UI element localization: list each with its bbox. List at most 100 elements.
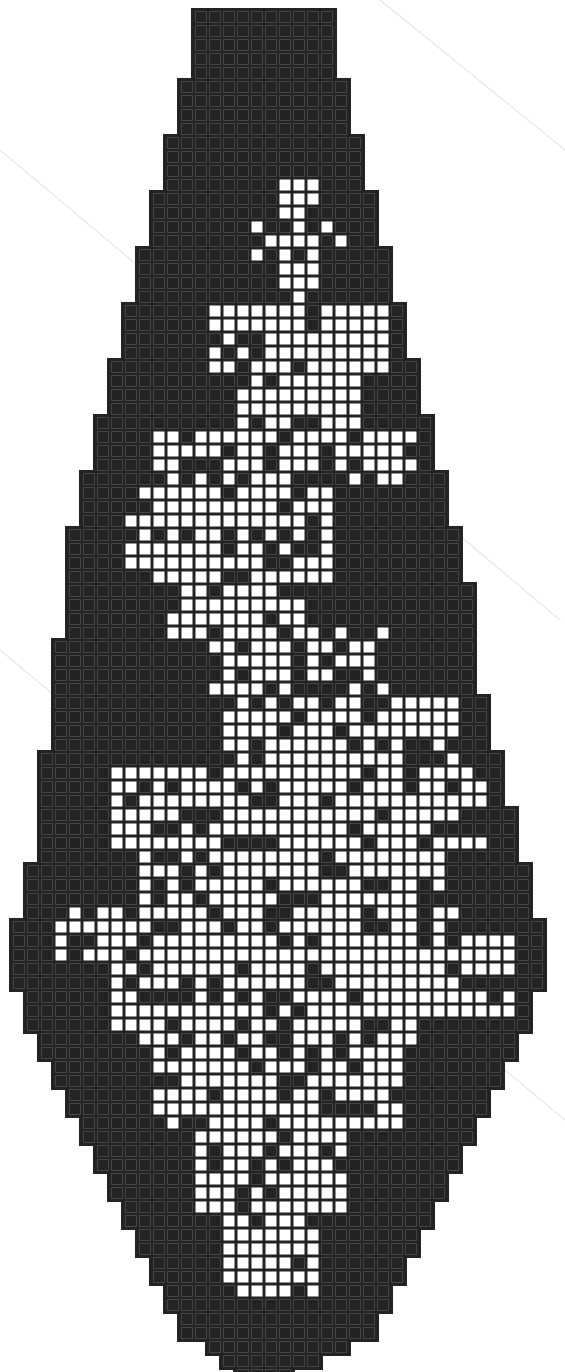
open-mesh-cell	[322, 768, 333, 779]
filled-block-cell	[406, 740, 417, 751]
filled-block-cell	[378, 572, 389, 583]
open-mesh-cell	[378, 726, 389, 737]
open-mesh-cell	[280, 880, 291, 891]
open-mesh-cell	[406, 796, 417, 807]
filled-block-cell	[336, 1048, 347, 1059]
open-mesh-cell	[182, 1062, 193, 1073]
filled-block-cell	[140, 1090, 151, 1101]
filled-block-cell	[56, 1020, 67, 1031]
open-mesh-cell	[308, 1272, 319, 1283]
filled-block-cell	[182, 292, 193, 303]
filled-block-cell	[126, 362, 137, 373]
open-mesh-cell	[434, 964, 445, 975]
filled-block-cell	[98, 978, 109, 989]
filled-block-cell	[168, 1020, 179, 1031]
filled-block-cell	[420, 1216, 431, 1227]
filled-block-cell	[364, 698, 375, 709]
filled-block-cell	[154, 250, 165, 261]
filled-block-cell	[126, 866, 137, 877]
filled-block-cell	[154, 1244, 165, 1255]
filled-block-cell	[126, 656, 137, 667]
open-mesh-cell	[210, 684, 221, 695]
filled-block-cell	[112, 404, 123, 415]
filled-block-cell	[252, 124, 263, 135]
open-mesh-cell	[280, 488, 291, 499]
open-mesh-cell	[392, 866, 403, 877]
open-mesh-cell	[154, 768, 165, 779]
filled-block-cell	[126, 1048, 137, 1059]
filled-block-cell	[476, 880, 487, 891]
filled-block-cell	[126, 754, 137, 765]
open-mesh-cell	[238, 740, 249, 751]
open-mesh-cell	[182, 964, 193, 975]
filled-block-cell	[70, 880, 81, 891]
open-mesh-cell	[392, 740, 403, 751]
filled-block-cell	[448, 852, 459, 863]
filled-block-cell	[56, 684, 67, 695]
filled-block-cell	[378, 376, 389, 387]
open-mesh-cell	[294, 1174, 305, 1185]
open-mesh-cell	[182, 922, 193, 933]
open-mesh-cell	[350, 950, 361, 961]
filled-block-cell	[420, 614, 431, 625]
filled-block-cell	[238, 782, 249, 793]
filled-block-cell	[126, 950, 137, 961]
filled-block-cell	[266, 26, 277, 37]
filled-block-cell	[168, 166, 179, 177]
open-mesh-cell	[140, 1006, 151, 1017]
filled-block-cell	[350, 600, 361, 611]
filled-block-cell	[504, 838, 515, 849]
filled-block-cell	[252, 82, 263, 93]
open-mesh-cell	[238, 418, 249, 429]
open-mesh-cell	[266, 1174, 277, 1185]
open-mesh-cell	[280, 950, 291, 961]
open-mesh-cell	[392, 810, 403, 821]
filled-block-cell	[420, 1132, 431, 1143]
filled-block-cell	[294, 96, 305, 107]
filled-block-cell	[266, 1146, 277, 1157]
filled-block-cell	[308, 110, 319, 121]
filled-block-cell	[504, 978, 515, 989]
filled-block-cell	[364, 712, 375, 723]
filled-block-cell	[378, 1216, 389, 1227]
open-mesh-cell	[238, 810, 249, 821]
open-mesh-cell	[448, 712, 459, 723]
open-mesh-cell	[336, 404, 347, 415]
filled-block-cell	[196, 180, 207, 191]
open-mesh-cell	[154, 950, 165, 961]
filled-block-cell	[420, 754, 431, 765]
filled-block-cell	[378, 390, 389, 401]
filled-block-cell	[266, 1328, 277, 1339]
open-mesh-cell	[252, 894, 263, 905]
filled-block-cell	[238, 1300, 249, 1311]
open-mesh-cell	[280, 656, 291, 667]
filled-block-cell	[182, 404, 193, 415]
filled-block-cell	[308, 82, 319, 93]
filled-block-cell	[392, 600, 403, 611]
open-mesh-cell	[294, 222, 305, 233]
filled-block-cell	[350, 1328, 361, 1339]
open-mesh-cell	[308, 950, 319, 961]
filled-block-cell	[476, 726, 487, 737]
filled-block-cell	[84, 768, 95, 779]
open-mesh-cell	[420, 698, 431, 709]
filled-block-cell	[168, 292, 179, 303]
open-mesh-cell	[406, 992, 417, 1003]
filled-block-cell	[322, 586, 333, 597]
filled-block-cell	[294, 26, 305, 37]
open-mesh-cell	[336, 376, 347, 387]
filled-block-cell	[84, 992, 95, 1003]
open-mesh-cell	[350, 1118, 361, 1129]
filled-block-cell	[294, 40, 305, 51]
filled-block-cell	[322, 796, 333, 807]
open-mesh-cell	[196, 544, 207, 555]
open-mesh-cell	[182, 600, 193, 611]
open-mesh-cell	[210, 922, 221, 933]
filled-block-cell	[434, 628, 445, 639]
open-mesh-cell	[378, 908, 389, 919]
filled-block-cell	[196, 306, 207, 317]
filled-block-cell	[420, 740, 431, 751]
filled-block-cell	[406, 1216, 417, 1227]
open-mesh-cell	[126, 516, 137, 527]
filled-block-cell	[490, 978, 501, 989]
